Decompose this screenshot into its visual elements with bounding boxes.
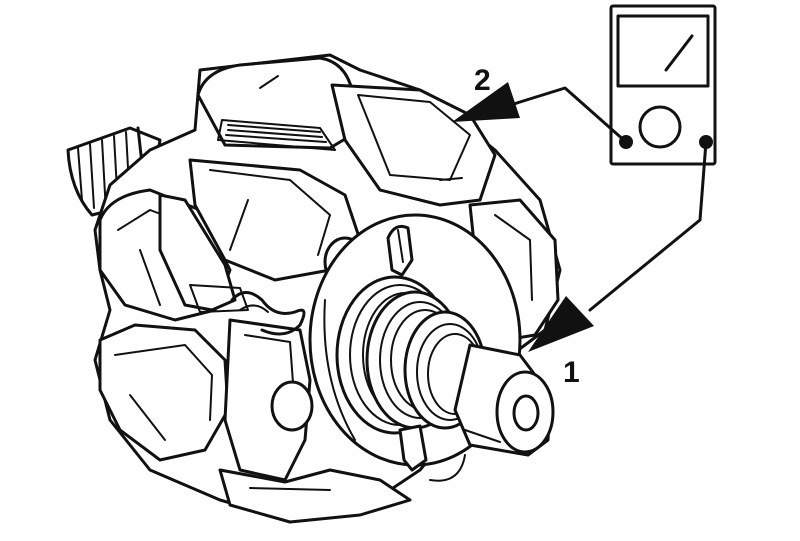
probe-lead-2 [452, 82, 628, 144]
multimeter [609, 4, 717, 166]
arrow-2-icon [452, 82, 520, 122]
brush-clip-lower [398, 424, 466, 482]
meter-knob [638, 105, 682, 149]
front-shaft [453, 343, 555, 457]
brush-clip-upper [386, 224, 414, 277]
pole-rivet-lower [270, 380, 314, 432]
arrow-1-icon [528, 296, 594, 352]
label-probe-2: 2 [474, 64, 491, 97]
meter-dial-window [616, 14, 710, 88]
meter-needle [664, 34, 694, 72]
probe-lead-1 [528, 140, 708, 352]
label-probe-1: 1 [563, 356, 580, 389]
